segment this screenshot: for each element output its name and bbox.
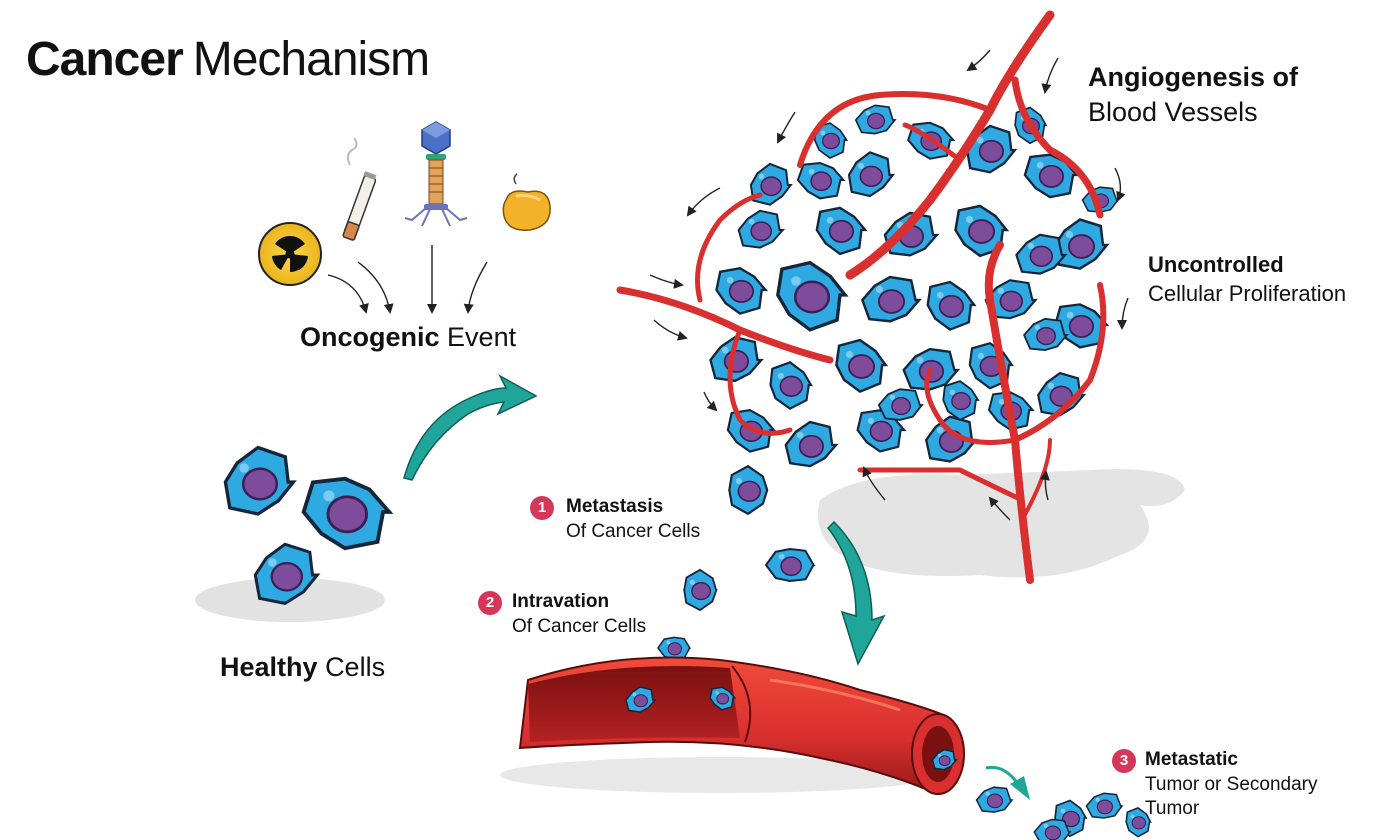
escaping-cell: [657, 636, 692, 660]
angiogenic-vessels: [616, 10, 1107, 584]
tumor-mass: [709, 104, 1120, 468]
tumor-cell: [815, 206, 868, 256]
tumor-cell: [749, 162, 793, 206]
tumor-cell: [796, 161, 846, 200]
tumor-cell: [1023, 317, 1069, 352]
step-badge-1: 1: [530, 496, 554, 520]
angiogenesis-label: Angiogenesis of Blood Vessels: [1088, 62, 1299, 128]
tumor-cell: [860, 275, 922, 323]
escaping-cell: [728, 464, 769, 516]
tumor-inflow-arrows: [649, 49, 1129, 521]
progression-arrow-to-vessel: [827, 520, 886, 666]
tumor-cell: [926, 280, 977, 331]
virus-icon: [404, 121, 468, 227]
escaping-cancer-cells: [657, 464, 816, 660]
progression-arrow-to-secondary: [985, 765, 1030, 800]
escaping-cell: [683, 568, 718, 612]
secondary-tumor-cell: [1085, 792, 1124, 819]
tumor-cell: [813, 122, 849, 159]
step-3-label: Metastatic Tumor or Secondary Tumor: [1145, 749, 1318, 819]
secondary-tumor-cell: [1125, 807, 1152, 838]
tumor-cell: [1053, 303, 1110, 349]
circulating-cell: [931, 748, 958, 771]
tumor-cell: [784, 420, 839, 468]
tumor-cell: [1053, 218, 1110, 270]
oncogenic-event-label: Oncogenic Event: [300, 322, 517, 352]
tumor-cell: [854, 104, 897, 135]
healthy-cell: [301, 476, 394, 551]
tumor-cell: [1023, 153, 1080, 199]
tumor-cell: [1015, 233, 1068, 275]
tumor-cell: [737, 209, 786, 249]
escaping-cell: [764, 547, 816, 583]
step-badge-3: 3: [1112, 749, 1136, 773]
tumor-cell: [942, 380, 980, 421]
tumor-cell: [877, 388, 924, 421]
tumor-cell: [776, 260, 849, 332]
secondary-tumor-cell: [1033, 818, 1072, 840]
tumor-cell: [835, 338, 889, 394]
tumor-cell: [954, 204, 1010, 258]
step-badge-2: 2: [478, 591, 502, 615]
chemical-icon: [502, 173, 551, 231]
carcinogen-arrows: [327, 245, 488, 314]
circulating-cell: [625, 686, 657, 713]
vessel-shadow: [500, 757, 940, 793]
proliferation-label: Uncontrolled Cellular Proliferation: [1148, 252, 1347, 307]
circulating-cell: [709, 686, 737, 711]
circulating-cancer-cells: [625, 686, 958, 771]
radiation-icon: [258, 222, 322, 286]
secondary-tumor-cell: [975, 786, 1014, 813]
healthy-cells-group: [223, 445, 394, 605]
healthy-cell: [223, 445, 297, 516]
secondary-tumor-cells: [975, 786, 1152, 840]
healthy-cell: [253, 542, 321, 605]
tumor-cell: [769, 361, 813, 410]
cigarette-icon: [342, 137, 377, 241]
step-1-label: Metastasis Of Cancer Cells: [566, 496, 701, 542]
tumor-cell: [856, 409, 907, 453]
tumor-shadow: [818, 469, 1185, 578]
tumor-cell: [715, 266, 769, 315]
progression-arrow-to-tumor: [403, 374, 538, 481]
tumor-cell: [847, 151, 896, 198]
step-2-label: Intravation Of Cancer Cells: [512, 591, 647, 637]
healthy-cells-label: Healthy Cells: [220, 652, 386, 682]
